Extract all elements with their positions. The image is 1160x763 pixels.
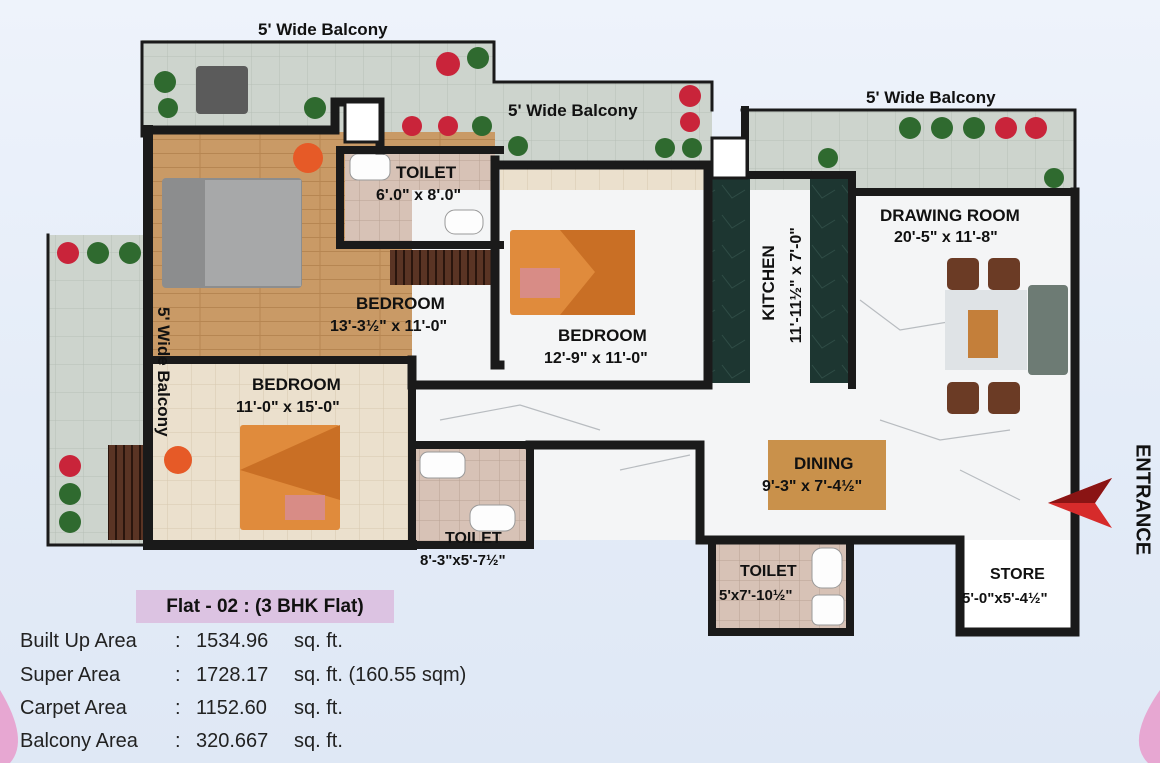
entrance-arrow-icon xyxy=(1048,478,1112,528)
dining-table xyxy=(768,440,886,510)
plant-icon xyxy=(655,138,675,158)
plants xyxy=(57,47,1064,533)
room-store-name: STORE xyxy=(990,566,1045,583)
marble-veins xyxy=(439,299,1021,501)
area-value: 1728.17 xyxy=(196,664,269,686)
room-dining-size: 9'-3" x 7'-4½" xyxy=(762,478,863,495)
chair-icon xyxy=(947,382,979,414)
toilet-icon xyxy=(469,504,516,532)
plant-icon xyxy=(472,116,492,136)
kitchen-counter-right xyxy=(810,175,850,383)
plant-icon xyxy=(899,117,921,139)
room-drawing-size: 20'-5" x 11'-8" xyxy=(894,229,998,246)
room-bedroom-3-size: 11'-0" x 15'-0" xyxy=(236,399,340,416)
plant-icon xyxy=(158,98,178,118)
chair-icon xyxy=(988,258,1020,290)
sofa-icon xyxy=(1028,285,1068,375)
wardrobe xyxy=(390,250,495,285)
area-value: 320.667 xyxy=(196,730,269,752)
area-label: Super Area xyxy=(20,664,121,686)
sink-icon xyxy=(419,451,466,479)
room-bedroom-2-size: 12'-9" x 11'-0" xyxy=(544,350,648,367)
plant-icon xyxy=(59,483,81,505)
wardrobe xyxy=(108,445,144,540)
room-toilet-3-size: 5'x7'-10½" xyxy=(719,587,793,604)
area-unit: sq. ft. xyxy=(294,697,343,719)
area-unit: sq. ft. xyxy=(294,630,343,652)
balcony-furniture xyxy=(196,66,248,114)
plant-icon xyxy=(680,112,700,132)
plant-icon xyxy=(467,47,489,69)
chair-icon xyxy=(988,382,1020,414)
plant-icon xyxy=(995,117,1017,139)
area-sep: : xyxy=(175,630,181,652)
plant-icon xyxy=(57,242,79,264)
balcony-label-top-right: 5' Wide Balcony xyxy=(866,88,996,107)
plant-icon xyxy=(508,136,528,156)
area-value: 1152.60 xyxy=(196,697,267,719)
room-toilet-2-name: TOILET xyxy=(445,530,502,547)
sink-icon xyxy=(349,153,391,181)
room-kitchen-size: 11'-11½" x 7'-0" xyxy=(787,227,805,344)
area-label: Carpet Area xyxy=(20,697,127,719)
room-toilet-2-size: 8'-3"x5'-7½" xyxy=(420,552,506,569)
toilet-icon xyxy=(811,547,843,589)
plant-icon xyxy=(402,116,422,136)
balcony-label-top-middle: 5' Wide Balcony xyxy=(508,101,638,120)
area-unit: sq. ft. xyxy=(294,730,343,752)
room-toilet-3-name: TOILET xyxy=(740,563,797,580)
area-unit: sq. ft. (160.55 sqm) xyxy=(294,664,467,686)
plant-icon xyxy=(1044,168,1064,188)
room-toilet-1-size: 6'.0" x 8'.0" xyxy=(376,187,462,204)
room-bedroom-1-name: BEDROOM xyxy=(356,294,445,313)
balcony-top-middle xyxy=(494,82,712,165)
room-kitchen-name: KITCHEN xyxy=(759,245,779,321)
plant-icon xyxy=(963,117,985,139)
plant-icon xyxy=(818,148,838,168)
chair-icon xyxy=(947,258,979,290)
plant-icon xyxy=(87,242,109,264)
area-label: Balcony Area xyxy=(20,730,138,752)
plant-icon xyxy=(436,52,460,76)
room-bedroom-1-size: 13'-3½" x 11'-0" xyxy=(330,318,448,335)
kitchen-counter-left xyxy=(712,175,750,383)
room-bedroom-2-name: BEDROOM xyxy=(558,326,647,345)
room-drawing-name: DRAWING ROOM xyxy=(880,206,1020,225)
area-label: Built Up Area xyxy=(20,630,137,652)
area-sep: : xyxy=(175,697,181,719)
balcony-label-left: 5' Wide Balcony xyxy=(153,306,173,437)
plant-icon xyxy=(682,138,702,158)
plant-icon xyxy=(1025,117,1047,139)
plant-icon xyxy=(438,116,458,136)
plant-icon xyxy=(304,97,326,119)
room-store-size: 5'-0"x5'-4½" xyxy=(962,590,1048,607)
balcony-label-top-left: 5' Wide Balcony xyxy=(258,20,388,39)
plant-icon xyxy=(59,455,81,477)
room-toilet-1-name: TOILET xyxy=(396,163,457,182)
chair-icon xyxy=(164,446,192,474)
plant-icon xyxy=(59,511,81,533)
area-sep: : xyxy=(175,664,181,686)
furniture xyxy=(108,66,1068,626)
area-sep: : xyxy=(175,730,181,752)
plant-icon xyxy=(154,71,176,93)
floor-store xyxy=(960,540,1075,632)
walls xyxy=(46,40,1080,637)
plant-icon xyxy=(119,242,141,264)
room-dining-name: DINING xyxy=(794,454,854,473)
area-value: 1534.96 xyxy=(196,630,269,652)
entrance-label: ENTRANCE xyxy=(1131,443,1154,556)
room-bedroom-3-name: BEDROOM xyxy=(252,375,341,394)
toilet-icon xyxy=(444,209,484,235)
chair-icon xyxy=(293,143,323,173)
plant-icon xyxy=(931,117,953,139)
flat-title: Flat - 02 : (3 BHK Flat) xyxy=(136,590,394,623)
plant-icon xyxy=(679,85,701,107)
sink-icon xyxy=(811,594,845,626)
